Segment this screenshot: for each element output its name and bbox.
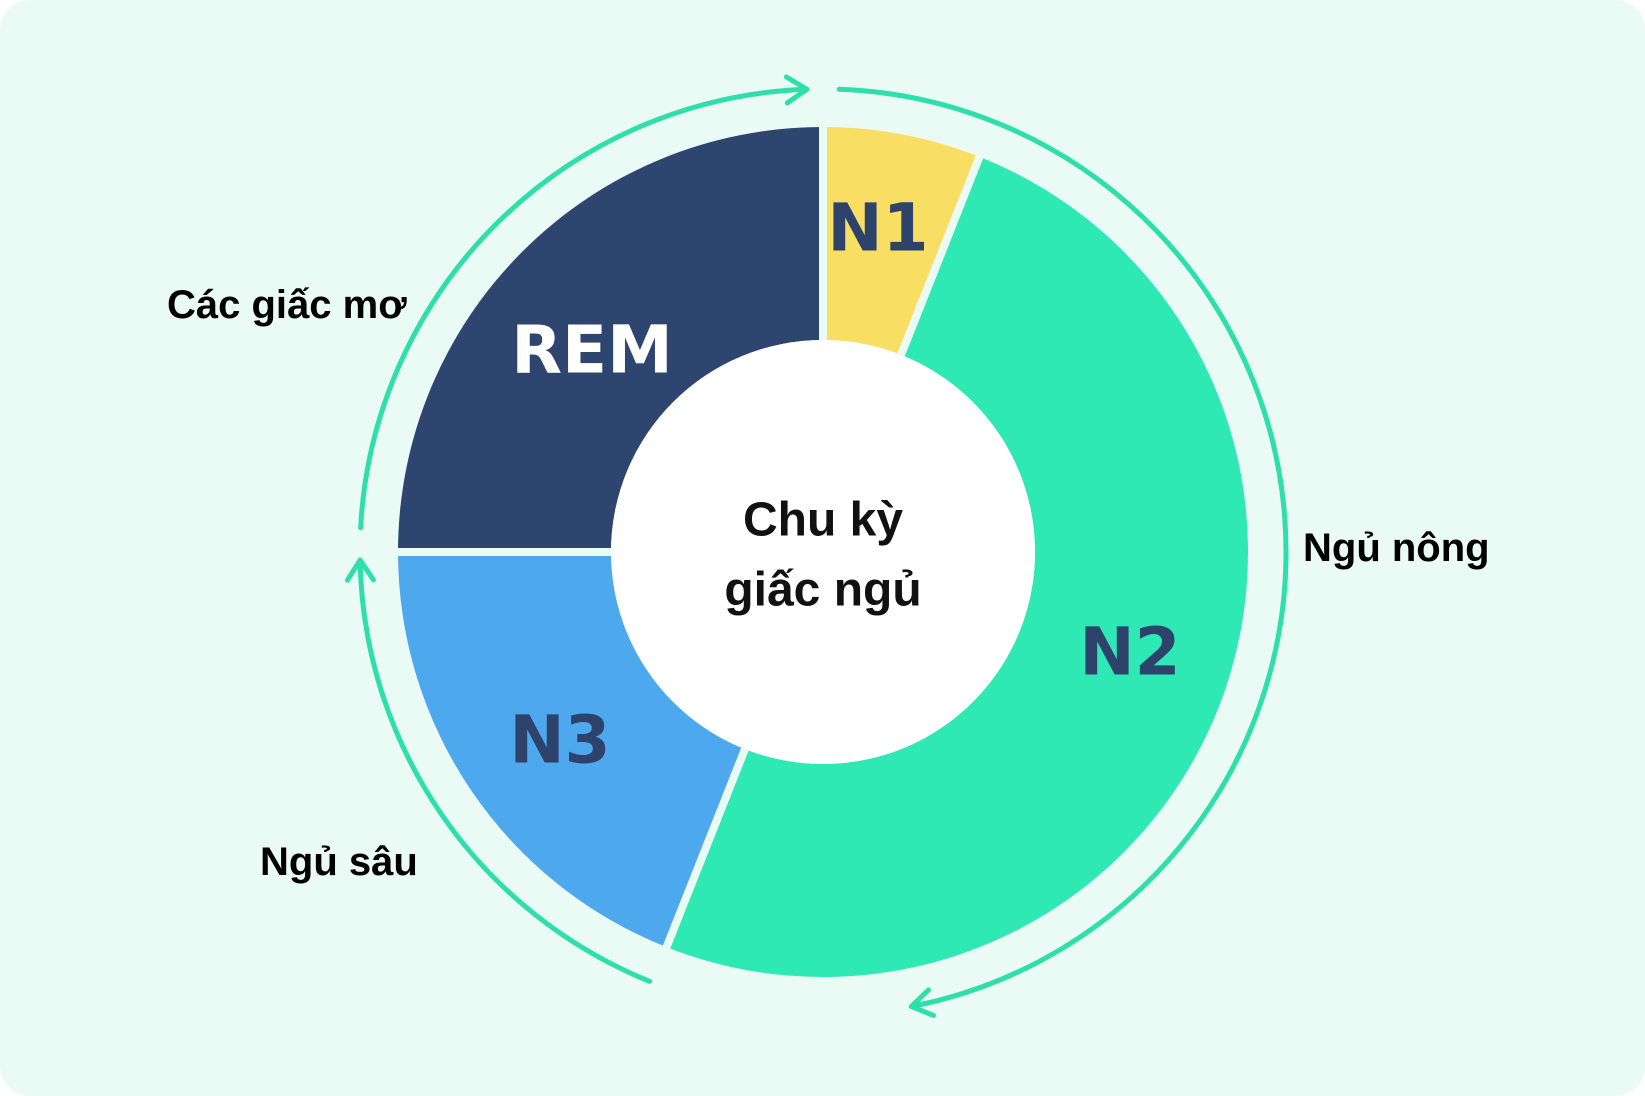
phase-label-light-sleep: Ngủ nông	[1303, 526, 1490, 570]
segment-divider	[895, 151, 985, 361]
center-title-line1: Chu kỳ	[743, 494, 903, 547]
donut-hole	[611, 340, 1035, 764]
arrowhead-bottom-icon	[908, 987, 936, 1018]
cycle-arrow-right-arc	[836, 86, 1289, 1009]
arrowhead-left-icon	[344, 557, 376, 583]
segment-rem	[398, 127, 823, 552]
segment-label-n2: N2	[1079, 614, 1180, 691]
cycle-arrow-top-left-arc	[358, 86, 810, 531]
segment-n3	[398, 552, 745, 948]
segment-label-n1: N1	[827, 190, 928, 267]
segment-label-rem: REM	[511, 312, 673, 389]
center-title-line2: giấc ngủ	[724, 564, 921, 617]
arrowhead-top-icon	[783, 74, 810, 106]
segment-label-n3: N3	[509, 702, 610, 779]
cycle-arrow-bottom-left-arc	[357, 557, 653, 984]
segment-n2	[666, 156, 1248, 978]
segment-n1	[823, 127, 980, 355]
donut-ring	[394, 123, 1248, 978]
phase-label-dreams: Các giấc mơ	[167, 283, 407, 327]
cycle-arrows	[344, 74, 1289, 1018]
phase-label-deep-sleep: Ngủ sâu	[260, 840, 418, 884]
segment-divider	[661, 743, 751, 953]
